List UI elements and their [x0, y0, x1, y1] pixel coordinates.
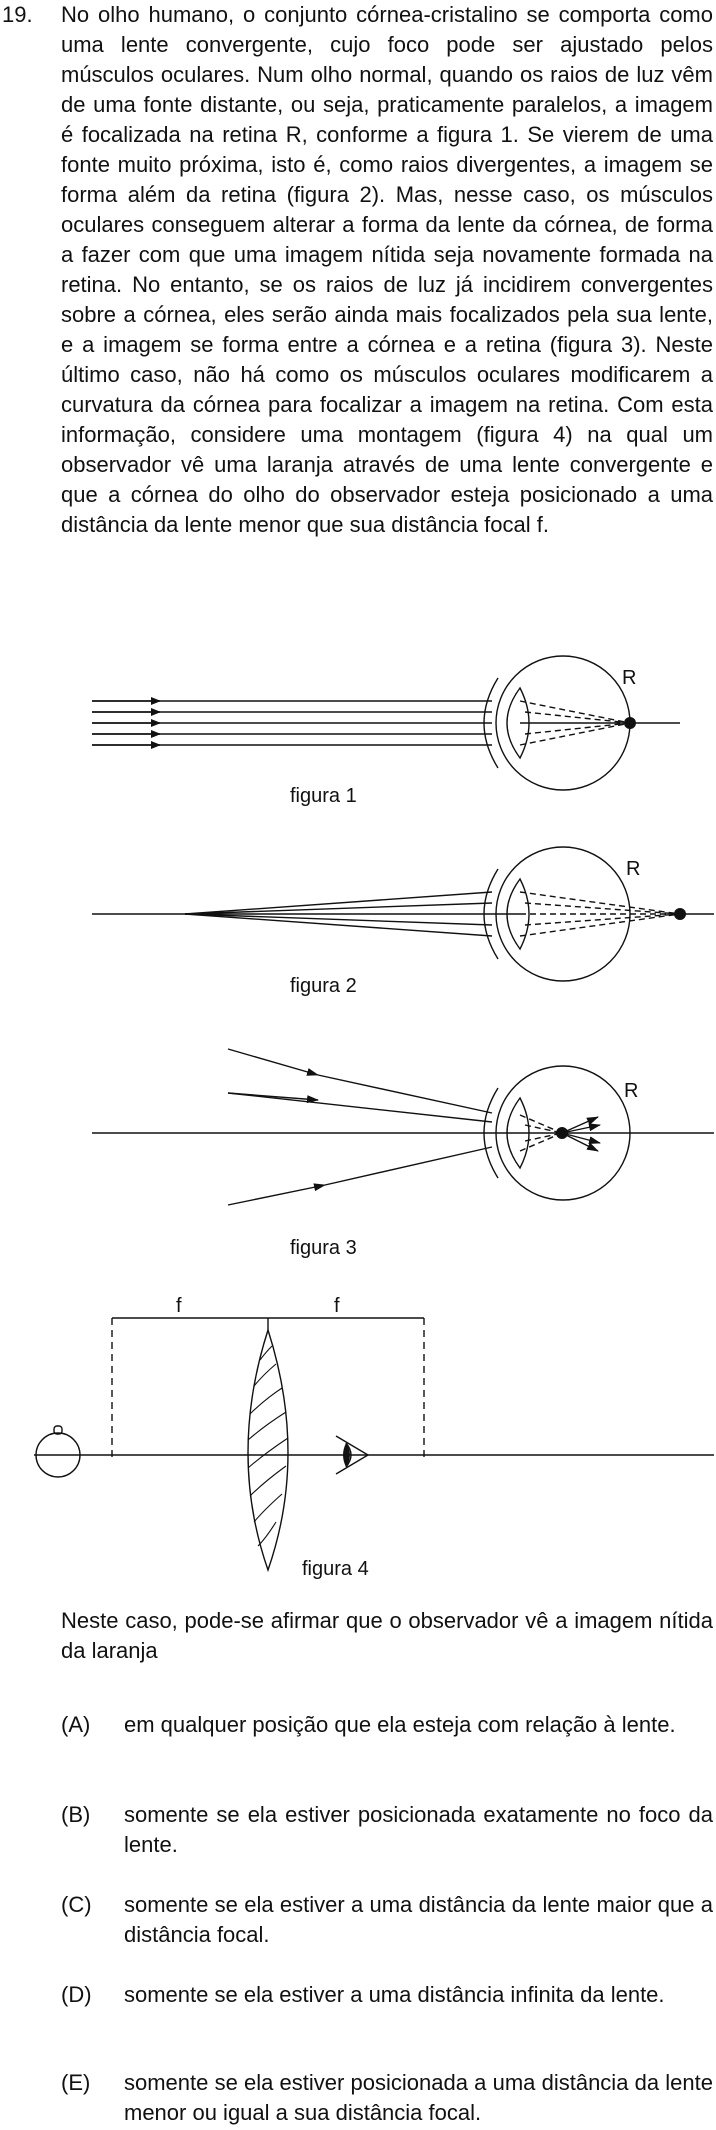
option-a-letter: (A) [61, 1712, 91, 1737]
option-a-text: em qualquer posição que ela esteja com r… [124, 1712, 676, 1737]
figure-4-caption: figura 4 [302, 1558, 369, 1580]
question-number: 19. [2, 2, 33, 27]
figure-4-diagram: f f figura 4 [34, 1295, 714, 1580]
option-e-text: somente se ela estiver posicionada a uma… [124, 2070, 713, 2125]
figure-2-caption: figura 2 [290, 975, 357, 997]
option-d-letter: (D) [61, 1982, 92, 2007]
figure-4-focal-label-right: f [334, 1295, 340, 1317]
figure-2-retina-label: R [626, 858, 640, 880]
figure-3: R figura 3 [0, 1035, 716, 1265]
question-prompt: Neste caso, pode-se afirmar que o observ… [61, 1608, 713, 1663]
option-c-letter: (C) [61, 1892, 92, 1917]
figure-3-diagram: R figura 3 [92, 1048, 714, 1259]
figure-4-focal-label-left: f [176, 1295, 182, 1317]
option-d-text: somente se ela estiver a uma distância i… [124, 1982, 665, 2007]
figure-2: R figura 2 [0, 842, 716, 1012]
option-b-text: somente se ela estiver posicionada exata… [124, 1802, 713, 1857]
figure-4: f f figura 4 [0, 1290, 716, 1590]
figure-1-caption: figura 1 [290, 785, 357, 807]
figure-1-retina-label: R [622, 667, 636, 689]
option-b-letter: (B) [61, 1802, 91, 1827]
option-c-text: somente se ela estiver a uma distância d… [124, 1892, 713, 1947]
figure-1: R figura 1 [0, 650, 716, 820]
question-stem: No olho humano, o conjunto córnea-crista… [61, 2, 713, 537]
figure-1-diagram: R figura 1 [92, 655, 680, 807]
figure-3-retina-label: R [624, 1080, 638, 1102]
option-e-letter: (E) [61, 2070, 91, 2095]
figure-2-diagram: R figura 2 [92, 846, 714, 997]
figure-3-caption: figura 3 [290, 1237, 357, 1259]
